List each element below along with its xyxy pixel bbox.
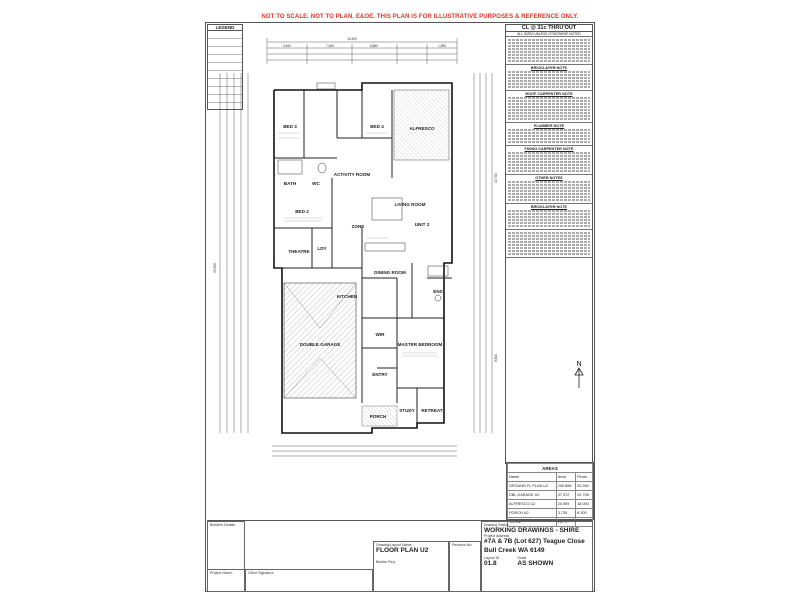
- room-study: STUDY: [399, 408, 415, 413]
- top-overall-dimension: 15,300: [347, 37, 357, 41]
- top-dimension-strings: [266, 38, 458, 64]
- notes-section: FIXING CARPENTER NOTE: [506, 146, 592, 175]
- top-dim-1: 3,460: [283, 44, 291, 48]
- north-arrow-icon: N: [574, 361, 584, 388]
- table-row: GROUND FL PLAN U2 205.868 93.260: [507, 481, 593, 491]
- legend-box: LEGEND: [207, 24, 243, 110]
- areas-col-area: Area: [555, 472, 577, 482]
- room-ens: ENS: [433, 289, 442, 294]
- room-alfresco: ALFRESCO: [409, 126, 435, 131]
- right-dim-1: 13,700: [494, 173, 498, 183]
- project-info-cell: Drawing Status WORKING DRAWINGS - SHIRE …: [481, 521, 593, 592]
- drawing-status: WORKING DRAWINGS - SHIRE: [484, 527, 580, 534]
- table-row: PORCH U2 3.735 8.300: [507, 508, 593, 518]
- legend-title: LEGEND: [208, 25, 242, 31]
- top-dim-4: 1,595: [438, 44, 446, 48]
- room-bed2: BED 2: [295, 209, 309, 214]
- left-dimension-strings: [219, 73, 249, 433]
- bottom-dimension-strings: [272, 445, 457, 457]
- room-activity: ACTIVITY ROOM: [334, 172, 371, 177]
- table-row: ALFRESCO U2 20.959 18.000: [507, 499, 593, 509]
- legend-row: [208, 87, 242, 95]
- room-entry: ENTRY: [372, 372, 387, 377]
- floor-plan: 15,300 3,460 7,545 5,860 1,595 23,306 13…: [213, 37, 498, 457]
- room-theatre: THEATRE: [288, 249, 309, 254]
- room-wir: WIR: [376, 332, 386, 337]
- notes-intro: [506, 37, 592, 65]
- areas-table: AREAS Name Area Perim GROUND FL PLAN U2 …: [506, 462, 594, 527]
- notes-section: ROOF CARPENTER NOTE: [506, 91, 592, 123]
- room-bed4: BED 4: [370, 124, 384, 129]
- address-line1: #7A & 7B (Lot 627) Teague Close: [484, 538, 585, 545]
- notes-header: CL @ 31c THRU'OUT: [506, 25, 592, 32]
- right-dim-2: 8,600: [494, 354, 498, 362]
- layout-id: 01.8: [484, 560, 497, 567]
- legend-row: [208, 47, 242, 55]
- room-porch: PORCH: [370, 414, 387, 419]
- room-garage: DOUBLE GARAGE: [300, 342, 341, 347]
- room-retreat: RETREAT: [421, 408, 443, 413]
- table-row: TOTAL 267.9: [507, 517, 593, 527]
- address-line2: Bull Creek WA 6149: [484, 547, 545, 554]
- notes-panel: CL @ 31c THRU'OUT ALL SIZES UNLESS OTHER…: [505, 24, 593, 464]
- notes-section: BRICKLAYER NOTE: [506, 65, 592, 91]
- areas-title: AREAS: [507, 463, 593, 473]
- legend-row: [208, 55, 242, 63]
- left-overall-dimension: 23,306: [213, 263, 217, 273]
- garage-slab: [283, 282, 357, 399]
- notes-section: [506, 230, 592, 258]
- notes-section: PLUMBER NOTE: [506, 123, 592, 146]
- room-wc: WC: [312, 181, 320, 186]
- legend-row: [208, 31, 242, 39]
- notes-subheader: ALL SIZES UNLESS OTHERWISE NOTED: [506, 32, 592, 37]
- notes-section: BRICKLAYER NOTE: [506, 204, 592, 230]
- areas-col-name: Name: [507, 472, 557, 482]
- disclaimer-banner: NOT TO SCALE. NOT TO PLAN. E&OE. THIS PL…: [261, 14, 579, 20]
- legend-row: [208, 95, 242, 103]
- notes-section: OTHER NOTES: [506, 175, 592, 204]
- room-bath: BATH: [284, 181, 297, 186]
- room-living: LIVING ROOM: [395, 202, 426, 207]
- project-name-cell: Project Name:: [207, 569, 245, 592]
- top-dim-3: 5,860: [370, 44, 378, 48]
- areas-col-perim: Perim: [575, 472, 593, 482]
- alfresco-slab: [393, 89, 450, 161]
- unit-label: UNIT 2: [415, 222, 430, 227]
- porch-slab: [361, 405, 398, 427]
- drawing-name: FLOOR PLAN U2: [376, 547, 429, 554]
- legend-row: [208, 71, 242, 79]
- interior-walls: [273, 90, 452, 423]
- client-signature-cell: Client Signature: [245, 569, 373, 592]
- top-dim-2: 7,545: [326, 44, 334, 48]
- title-block: Builders Details: Project Name: Client S…: [207, 520, 593, 592]
- room-zone: ZONE: [352, 224, 365, 229]
- scale: AS SHOWN: [517, 560, 554, 567]
- room-dining: DINING ROOM: [374, 270, 406, 275]
- revision-cell: Revision No:: [449, 541, 481, 592]
- legend-row: [208, 39, 242, 47]
- right-dimension-strings: [473, 73, 493, 433]
- room-master: MASTER BEDROOM: [398, 342, 443, 347]
- room-bed3: BED 3: [283, 124, 297, 129]
- drawing-name-cell: Drawing/Layout Name: FLOOR PLAN U2 Build…: [373, 541, 449, 592]
- room-kitchen: KITCHEN: [337, 294, 358, 299]
- legend-row: [208, 79, 242, 87]
- room-ldy: LDY: [317, 246, 326, 251]
- table-row: DBL GARAGE U2 37.372 24.706: [507, 490, 593, 500]
- legend-row: [208, 63, 242, 71]
- svg-text:N: N: [576, 361, 581, 368]
